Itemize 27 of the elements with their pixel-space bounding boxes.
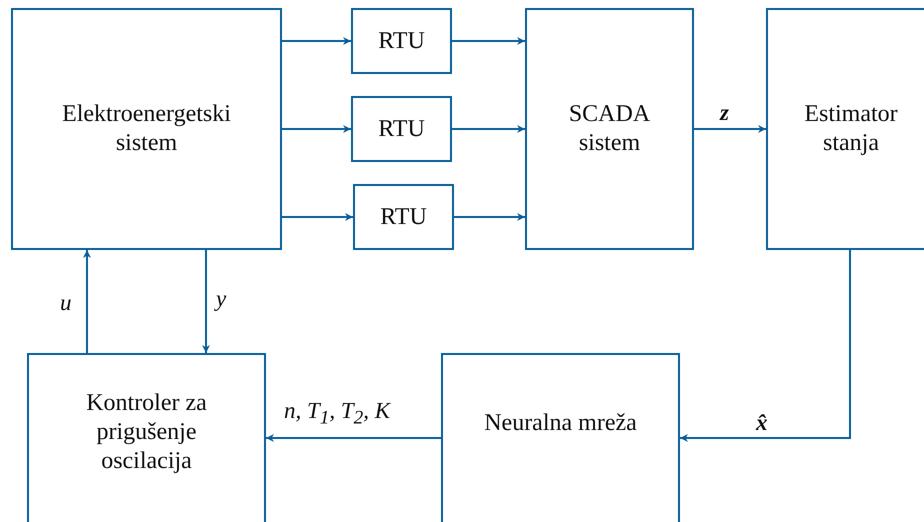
block-box bbox=[525, 8, 694, 250]
block-box bbox=[766, 8, 924, 250]
block-box bbox=[351, 8, 452, 74]
block-label: Estimator stanja bbox=[803, 100, 899, 158]
arrow bbox=[694, 125, 766, 133]
arrow bbox=[83, 250, 91, 353]
block-label: Neuralna mreža bbox=[484, 409, 637, 438]
block-label: RTU bbox=[378, 26, 425, 56]
arrow bbox=[680, 250, 851, 442]
arrow bbox=[202, 250, 210, 353]
arrow bbox=[282, 125, 351, 133]
block-label: Kontroler za prigušenje oscilacija bbox=[85, 389, 208, 476]
block-box bbox=[353, 184, 454, 250]
arrow bbox=[266, 434, 441, 442]
arrow bbox=[282, 37, 351, 45]
block-label: RTU bbox=[380, 202, 427, 232]
block-box bbox=[441, 353, 680, 522]
block-box bbox=[11, 8, 282, 250]
block-label: Elektroenergetski sistem bbox=[61, 100, 232, 158]
arrow bbox=[452, 125, 525, 133]
arrow bbox=[454, 213, 525, 221]
block-label: RTU bbox=[378, 114, 425, 144]
block-box bbox=[351, 96, 452, 162]
arrow bbox=[282, 213, 353, 221]
block-box bbox=[27, 353, 266, 522]
arrow bbox=[452, 37, 525, 45]
block-label: SCADA sistem bbox=[568, 100, 652, 158]
